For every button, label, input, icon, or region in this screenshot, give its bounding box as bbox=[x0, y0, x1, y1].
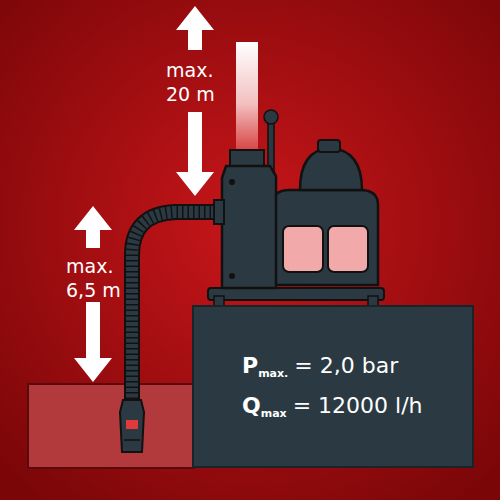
pump-frame bbox=[208, 288, 384, 300]
spec-subscript: max. bbox=[258, 367, 288, 380]
pump-housing bbox=[222, 166, 276, 288]
pump-base-box: Pmax. = 2,0 barQmax = 12000 l/h bbox=[192, 305, 474, 468]
motor bbox=[272, 190, 378, 285]
foot-valve bbox=[120, 400, 144, 452]
engine-cover bbox=[283, 226, 323, 272]
spec-line: Pmax. = 2,0 bar bbox=[242, 353, 398, 380]
outlet-pipe bbox=[236, 42, 258, 154]
water-reservoir bbox=[28, 384, 194, 468]
height-label: max. 20 m bbox=[166, 58, 228, 106]
spec-symbol: P bbox=[242, 353, 258, 378]
spec-subscript: max bbox=[261, 407, 287, 420]
spec-value: = 2,0 bar bbox=[294, 353, 398, 378]
engine-cover bbox=[328, 226, 368, 272]
spec-value: = 12000 l/h bbox=[293, 393, 423, 418]
outlet-port bbox=[230, 150, 264, 166]
spec-symbol: Q bbox=[242, 393, 261, 418]
spec-line: Qmax = 12000 l/h bbox=[242, 393, 423, 420]
fuel-tank bbox=[300, 148, 362, 190]
height-label: max. 6,5 m bbox=[66, 254, 128, 302]
